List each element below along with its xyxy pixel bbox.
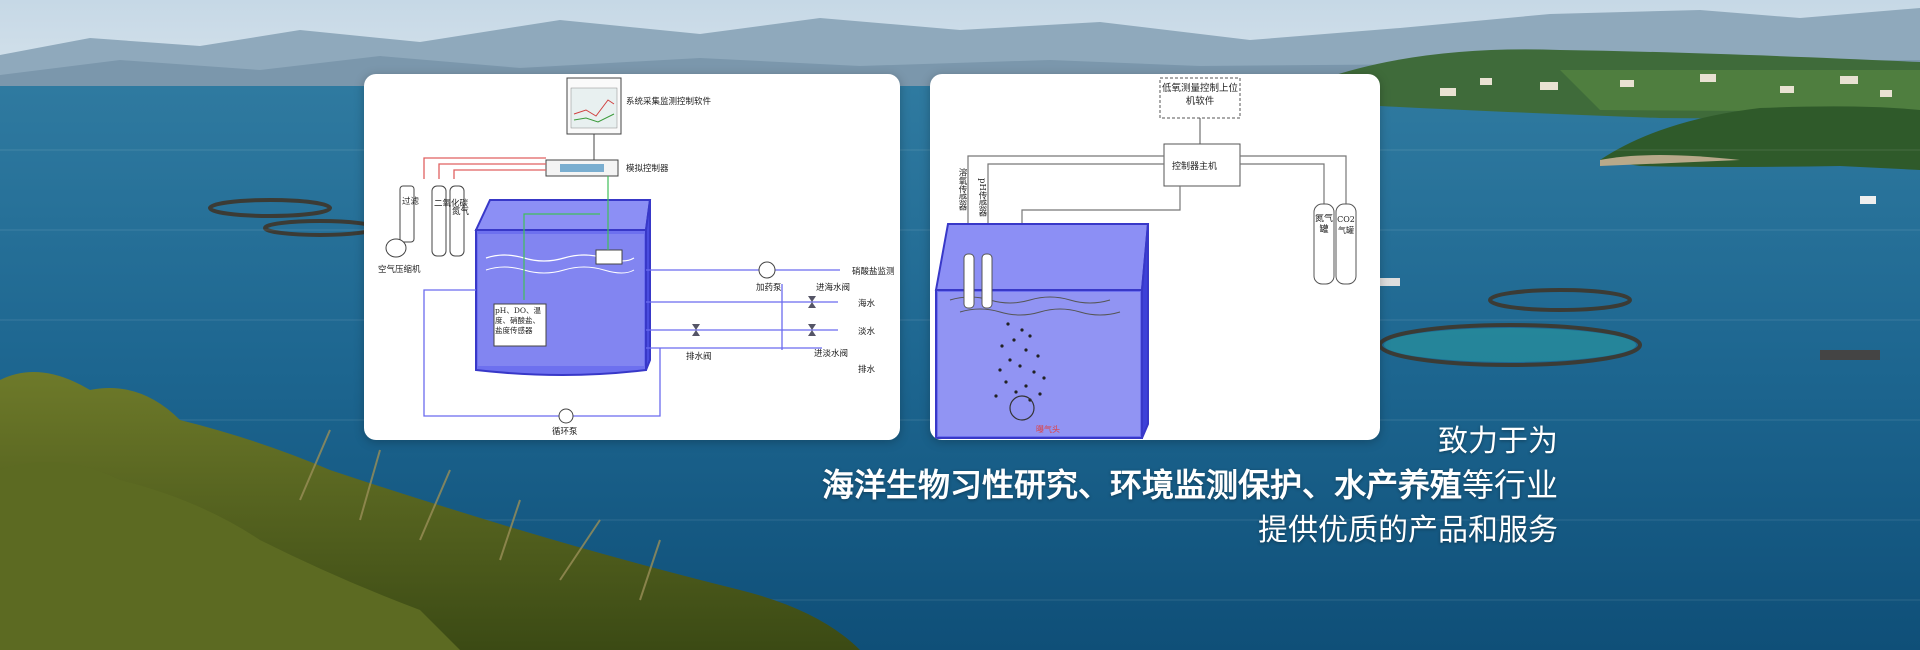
software-label: 系统采集监测控制软件 — [626, 96, 712, 107]
filter-label: 过滤 — [402, 196, 420, 207]
n2-label: 氮气 — [452, 206, 470, 217]
system-diagram-card: 系统采集监测控制软件 模拟控制器 过滤 二氧化碳 氮气 空气压缩机 — [364, 74, 900, 440]
dosing-pump-label: 加药泵 — [756, 282, 782, 293]
software2-label: 低氧测量控制上位机软件 — [1162, 83, 1238, 107]
co2-label: 二氧化碳 — [434, 198, 469, 209]
slogan-line-3: 提供优质的产品和服务 — [1258, 513, 1558, 548]
do-sensor-probe — [963, 253, 975, 309]
slogan-line-1: 致力于为 — [1438, 424, 1558, 459]
co2-tank — [1335, 203, 1357, 285]
n2-cylinder — [449, 185, 465, 257]
n2-tank-label: 氮气罐 — [1314, 214, 1333, 235]
aquarium-control-system-diagram: 系统采集监测控制软件 模拟控制器 过滤 二氧化碳 氮气 空气压缩机 — [378, 77, 895, 437]
co2-tank-label: CO2气罐 — [1337, 215, 1355, 235]
seawater-in-valve-label: 进海水阀 — [816, 282, 850, 293]
aerator-icon — [1009, 395, 1035, 421]
sensors-label: pH、DO、温度、硝酸盐、盐度传感器 — [495, 306, 542, 335]
nitrate-monitor-label: 硝酸盐监测 — [852, 266, 895, 277]
controller-host-box — [1163, 143, 1241, 187]
aerator-label: 曝气头 — [1036, 424, 1060, 434]
sensor2-label: pH传感器 — [977, 178, 987, 217]
filter-cylinder — [399, 185, 415, 243]
host-label: 控制器主机 — [1172, 160, 1217, 172]
freshwater-valve-icon — [808, 324, 816, 336]
sensor-box — [493, 303, 547, 347]
ph-sensor-probe — [981, 253, 993, 309]
hypoxia-control-diagram: 低氧测量控制上位机软件 控制器主机 氮气罐 CO2气罐 溶氧传感器 pH传感器 — [934, 77, 1357, 439]
fresh-in-valve-label: 进淡水阀 — [814, 348, 848, 359]
slogan-line-2-rest: 等行业 — [1461, 466, 1558, 504]
simulator-label: 模拟控制器 — [626, 163, 669, 174]
n2-tank — [1313, 203, 1335, 285]
drain-valve-icon — [692, 324, 700, 336]
fresh-water-label: 淡水 — [858, 326, 876, 337]
circulation-pump-icon — [558, 408, 574, 424]
hypoxia-diagram-card: 低氧测量控制上位机软件 控制器主机 氮气罐 CO2气罐 溶氧传感器 pH传感器 — [930, 74, 1380, 440]
compressor-label: 空气压缩机 — [378, 264, 421, 275]
seawater-valve-icon — [808, 296, 816, 308]
drain-valve-label: 排水阀 — [686, 351, 712, 362]
slogan-line-2: 海洋生物习性研究、环境监测保护、水产养殖等行业 — [822, 460, 1558, 506]
sensor1-label: 溶氧传感器 — [957, 167, 967, 211]
slogan-line-2-bold: 海洋生物习性研究、环境监测保护、水产养殖 — [821, 466, 1462, 504]
drain-label: 排水 — [858, 364, 876, 375]
co2-cylinder — [431, 185, 447, 257]
seawater-label: 海水 — [858, 298, 876, 309]
circ-pump-label: 循环泵 — [552, 426, 578, 437]
compressor-icon — [385, 238, 407, 258]
dosing-pump-icon — [758, 261, 776, 279]
